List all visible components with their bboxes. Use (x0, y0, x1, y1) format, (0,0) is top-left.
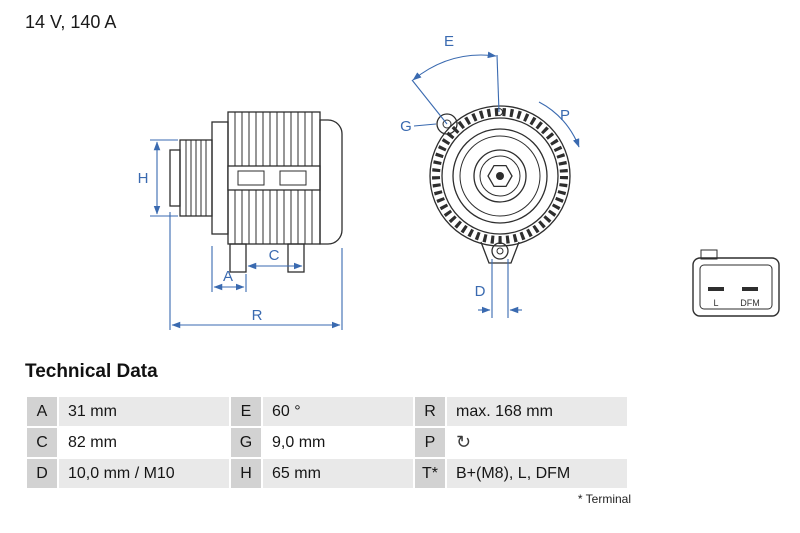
rotation-clockwise-icon: ↻ (456, 431, 472, 452)
param-key-e: E (231, 397, 261, 426)
mounting-foot-right (287, 243, 305, 273)
terminal-footnote: * Terminal (577, 492, 631, 506)
param-key-t: T* (415, 459, 445, 488)
rear-cover (319, 119, 343, 245)
param-key-r: R (415, 397, 445, 426)
param-key-d: D (27, 459, 57, 488)
fin-ring (432, 108, 568, 244)
param-key-g: G (231, 428, 261, 457)
pin-dfm (742, 287, 758, 291)
param-value-e: 60 ° (263, 397, 413, 426)
table-row: D 10,0 mm / M10 H 65 mm T* B+(M8), L, DF… (27, 459, 627, 488)
dim-label-e: E (444, 33, 454, 50)
connector-detail: L DFM (692, 249, 780, 317)
dim-label-r: R (252, 307, 263, 324)
param-value-h: 65 mm (263, 459, 413, 488)
table-row: A 31 mm E 60 ° R max. 168 mm (27, 397, 627, 426)
dimension-lines (150, 51, 580, 330)
dim-label-g: G (400, 118, 412, 135)
technical-data-table: A 31 mm E 60 ° R max. 168 mm C 82 mm G 9… (25, 395, 629, 490)
front-housing (211, 121, 229, 235)
param-value-g: 9,0 mm (263, 428, 413, 457)
dimension-labels: H A C R E G P D (138, 33, 570, 324)
side-view (169, 111, 343, 273)
front-view (429, 105, 571, 264)
dim-label-c: C (269, 247, 280, 264)
connector-tab (700, 249, 718, 260)
param-key-a: A (27, 397, 57, 426)
bottom-mounting-lug (480, 241, 520, 264)
mounting-foot-left (229, 243, 247, 273)
param-key-c: C (27, 428, 57, 457)
mounting-band (227, 165, 321, 191)
dim-label-a: A (223, 268, 233, 285)
alternator-technical-drawing: L DFM H A C R E G (138, 33, 780, 330)
param-value-a: 31 mm (59, 397, 229, 426)
pin-label-l: L (713, 298, 718, 308)
pin-l (708, 287, 724, 291)
param-value-r: max. 168 mm (447, 397, 627, 426)
section-title: Technical Data (25, 361, 158, 382)
param-value-c: 82 mm (59, 428, 229, 457)
shaft-end (169, 149, 181, 207)
voltage-current-rating: 14 V, 140 A (25, 12, 117, 32)
param-value-p: ↻ (447, 428, 627, 457)
top-mounting-lug (436, 113, 458, 135)
dim-label-p: P (560, 107, 570, 124)
pin-label-dfm: DFM (740, 298, 760, 308)
param-key-p: P (415, 428, 445, 457)
param-value-t: B+(M8), L, DFM (447, 459, 627, 488)
param-value-d: 10,0 mm / M10 (59, 459, 229, 488)
dim-label-h: H (138, 170, 149, 187)
center-nut (487, 164, 513, 188)
param-key-h: H (231, 459, 261, 488)
connector-body (692, 257, 780, 317)
table-row: C 82 mm G 9,0 mm P ↻ (27, 428, 627, 457)
dim-label-d: D (475, 283, 486, 300)
